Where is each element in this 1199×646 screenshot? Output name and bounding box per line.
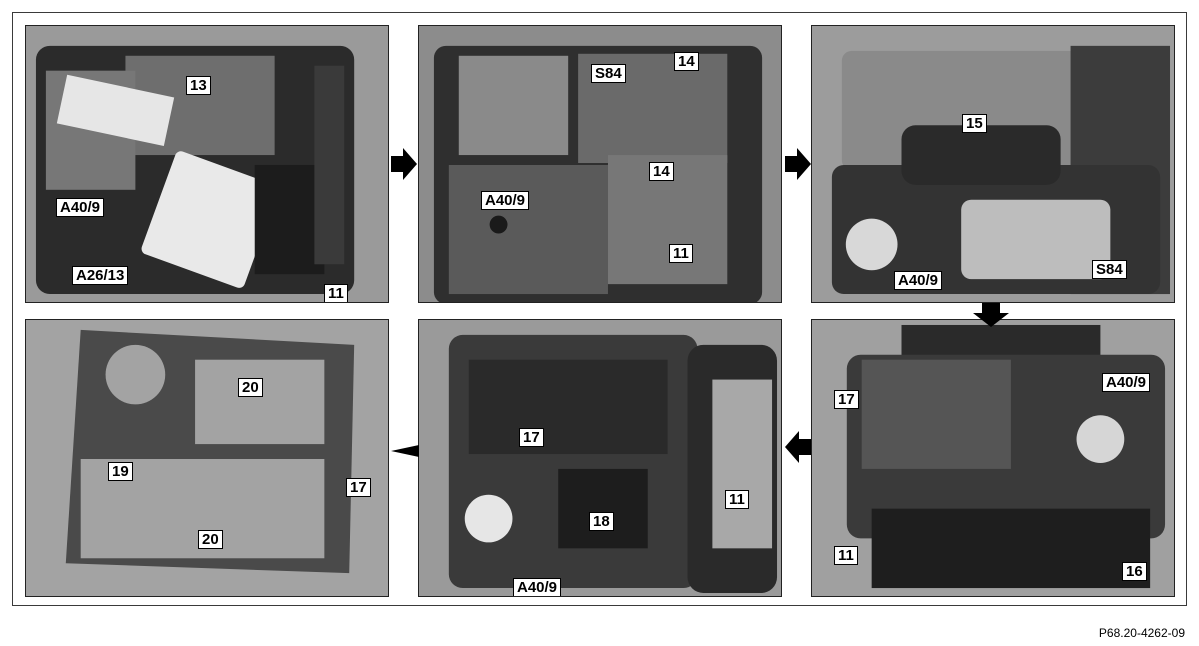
callout-label: 11 <box>669 244 693 263</box>
panel-3-photo-drawing <box>812 26 1174 302</box>
callout-label: A26/13 <box>72 266 129 285</box>
callout-label: 14 <box>674 52 699 71</box>
figure-code: P68.20-4262-09 <box>1098 626 1185 640</box>
arrow-left-icon <box>785 431 811 463</box>
callout-label: 20 <box>198 530 223 549</box>
callout-label: A40/9 <box>894 271 943 290</box>
panel-3-photo: 15 A40/9 S84 <box>811 25 1175 303</box>
callout-label: 16 <box>1122 562 1147 581</box>
panel-5-photo-drawing <box>419 320 781 596</box>
callout-label: A40/9 <box>56 198 105 217</box>
callout-label: 11 <box>324 284 348 302</box>
panel-4-photo-drawing <box>26 320 388 596</box>
panel-6-photo-drawing <box>812 320 1174 596</box>
panel-6-photo: 17 A40/9 11 16 <box>811 319 1175 597</box>
panel-2-photo: S84 14 14 A40/9 11 <box>418 25 782 303</box>
arrow-down-icon <box>973 303 1009 327</box>
callout-label: A40/9 <box>481 191 530 210</box>
callout-label: 13 <box>186 76 211 95</box>
callout-label: 14 <box>649 162 674 181</box>
figure-frame: 13 A40/9 A26/13 11 S84 14 14 A40/9 11 <box>12 12 1187 606</box>
callout-label: A40/9 <box>1102 373 1151 392</box>
callout-label: S84 <box>591 64 626 83</box>
panel-4-photo: 20 19 17 20 <box>25 319 389 597</box>
callout-label: 17 <box>346 478 371 497</box>
callout-label: 11 <box>725 490 749 509</box>
arrow-right-icon <box>785 148 811 180</box>
panel-5-photo: 17 11 18 A40/9 <box>418 319 782 597</box>
callout-label: 17 <box>519 428 544 447</box>
callout-label: 20 <box>238 378 263 397</box>
panel-1-photo: 13 A40/9 A26/13 11 <box>25 25 389 303</box>
arrow-right-icon <box>391 148 417 180</box>
panel-1-photo-drawing <box>26 26 388 302</box>
callout-label: 11 <box>834 546 858 565</box>
callout-label: 19 <box>108 462 133 481</box>
callout-label: 18 <box>589 512 614 531</box>
callout-label: S84 <box>1092 260 1127 279</box>
callout-label: 17 <box>834 390 859 409</box>
callout-label: A40/9 <box>513 578 562 596</box>
arrow-left-icon <box>391 445 419 457</box>
callout-label: 15 <box>962 114 987 133</box>
